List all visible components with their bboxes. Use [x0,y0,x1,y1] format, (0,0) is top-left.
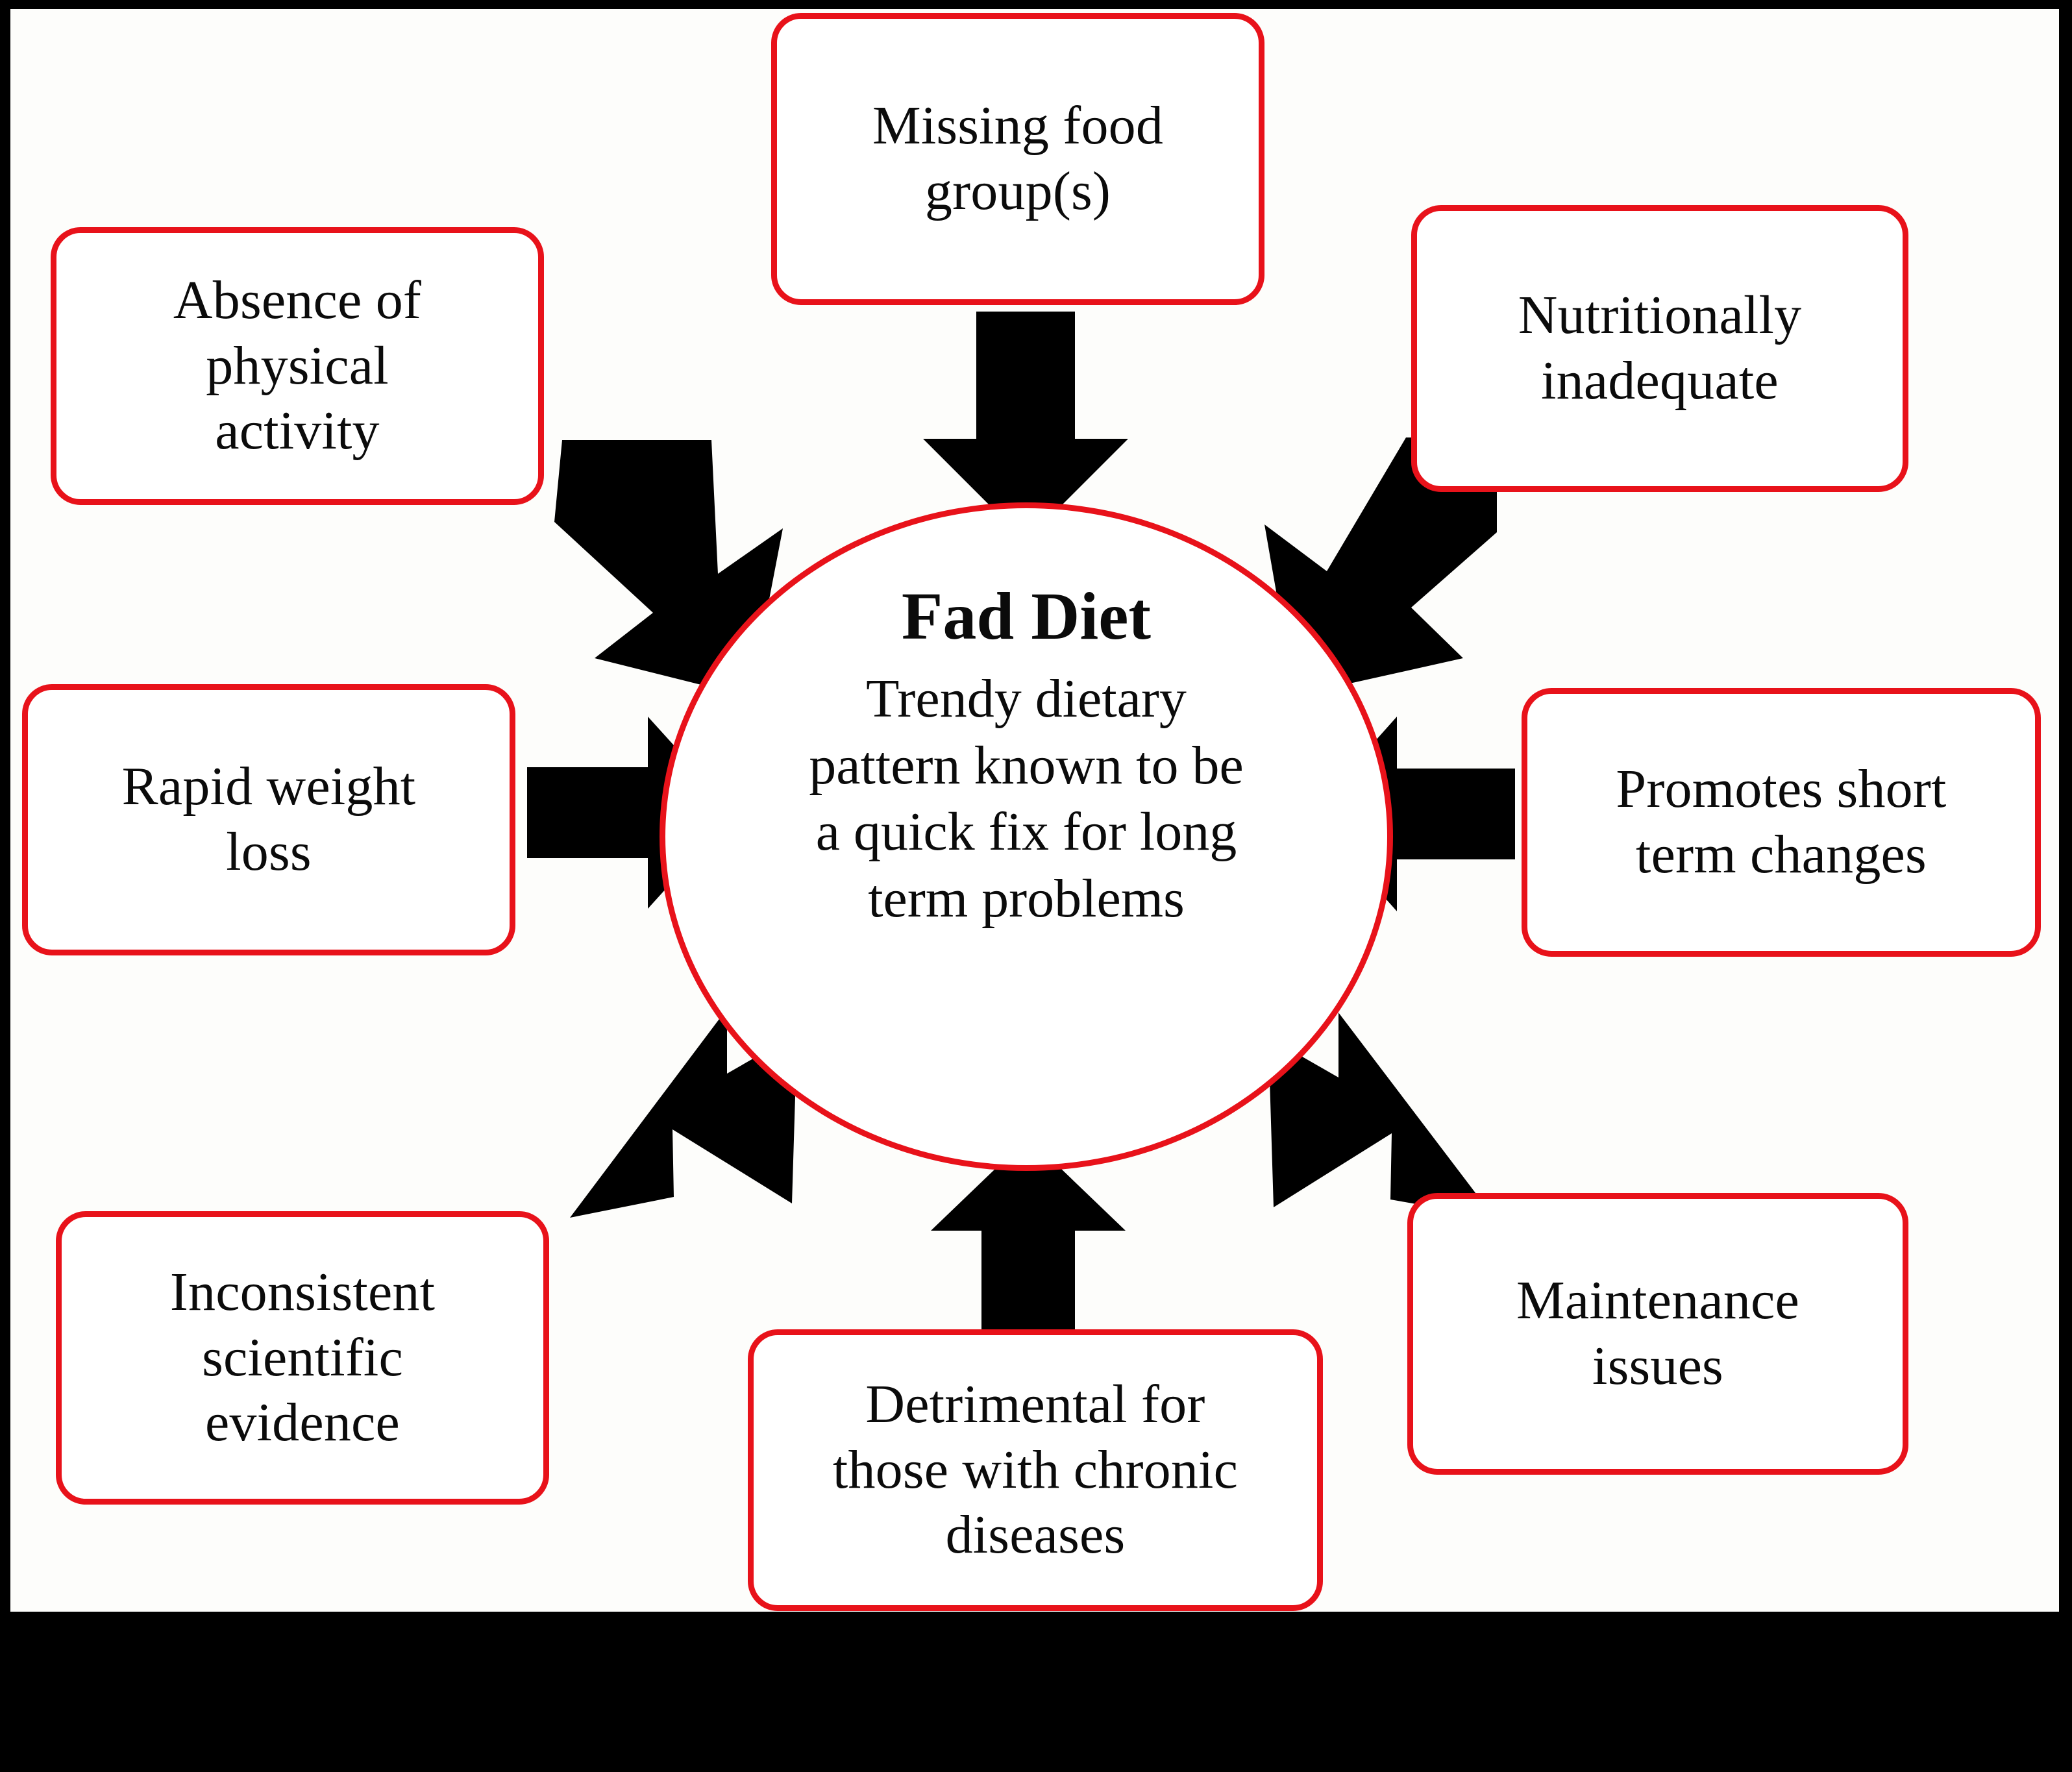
center-description: Trendy dietary pattern known to be a qui… [809,669,1244,929]
arrow-absence-physical-activity [554,440,783,697]
node-label-rapid-weight-loss: Rapid weight loss [121,756,416,882]
node-label-missing-food-group: Missing food group(s) [872,95,1164,221]
diagram-canvas: Fad Diet Trendy dietary pattern known to… [10,9,2059,1612]
node-missing-food-group: Missing food group(s) [771,13,1264,305]
node-absence-physical-activity: Absence of physical activity [51,227,544,505]
arrow-detrimental-chronic-diseases [931,1137,1126,1332]
node-promotes-short-term-changes: Promotes short term changes [1522,688,2041,957]
node-label-absence-physical-activity: Absence of physical activity [173,269,422,461]
node-inconsistent-scientific-evidence: Inconsistent scientific evidence [56,1211,549,1505]
node-maintenance-issues: Maintenance issues [1407,1193,1908,1475]
arrow-maintenance-issues [1268,1013,1494,1218]
node-rapid-weight-loss: Rapid weight loss [22,684,515,955]
arrow-inconsistent-scientific-evidence [570,1009,797,1218]
node-label-nutritionally-inadequate: Nutritionally inadequate [1518,285,1802,411]
node-nutritionally-inadequate: Nutritionally inadequate [1411,205,1908,492]
node-label-promotes-short-term-changes: Promotes short term changes [1616,759,1947,885]
arrow-nutritionally-inadequate [1264,437,1497,696]
node-label-inconsistent-scientific-evidence: Inconsistent scientific evidence [169,1261,436,1453]
center-title: Fad Diet [901,579,1152,654]
node-label-maintenance-issues: Maintenance issues [1516,1270,1799,1396]
node-label-detrimental-chronic-diseases: Detrimental for those with chronic disea… [832,1373,1239,1566]
center-node-fad-diet: Fad Diet Trendy dietary pattern known to… [660,502,1393,1171]
node-detrimental-chronic-diseases: Detrimental for those with chronic disea… [748,1329,1323,1611]
arrow-missing-food-group [923,312,1128,541]
